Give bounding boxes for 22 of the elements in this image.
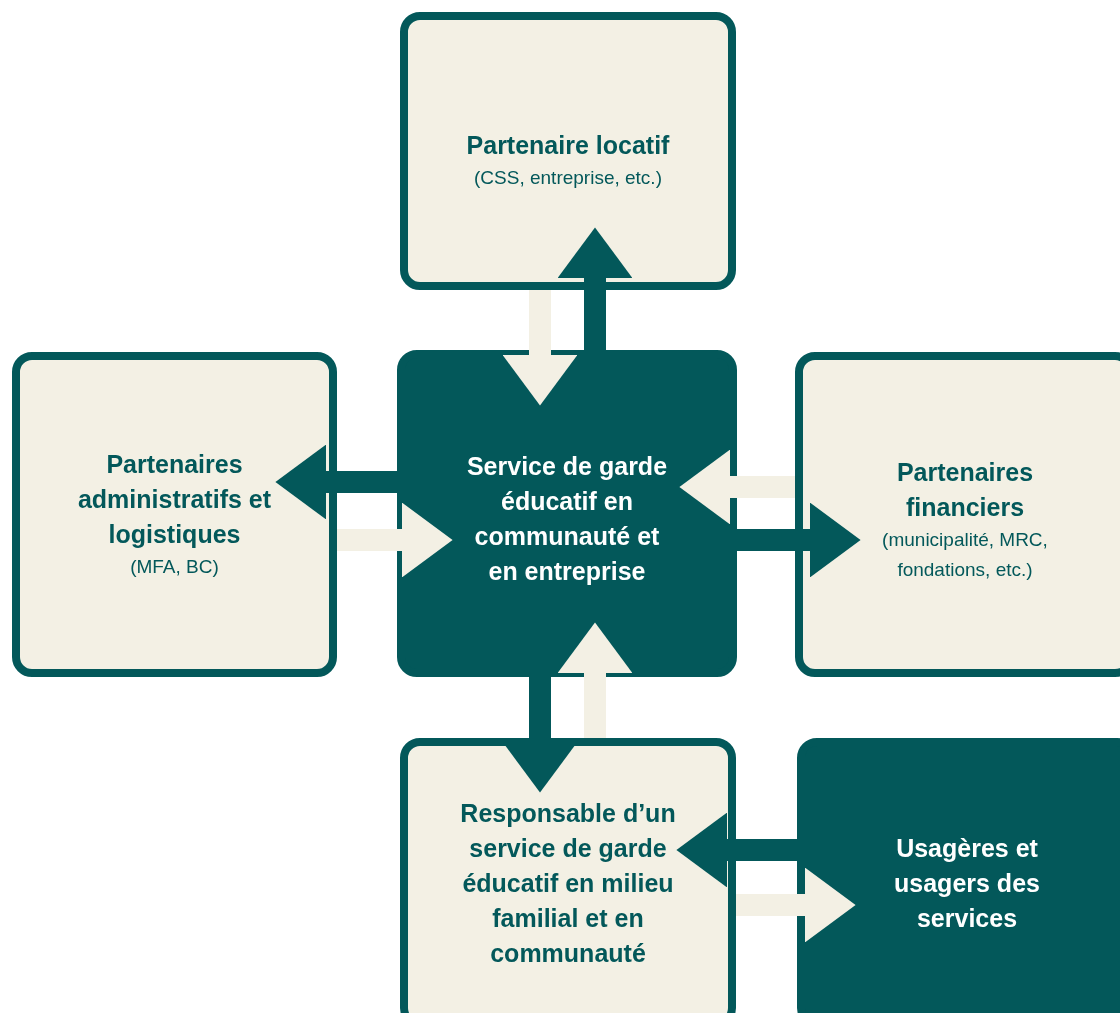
block-arrow [676,812,797,888]
service-box [397,350,737,677]
users-box [797,738,1120,1013]
responsible-box [400,738,736,1013]
block-arrow [737,502,861,578]
partner-box [400,12,736,290]
box-title: Usagères et usagers des services [893,832,1041,934]
partner-box [795,352,1120,677]
block-arrow [275,444,397,520]
box-title: Partenaires financiers [895,456,1035,523]
partner-box [12,352,337,677]
box-title: Responsable d’un service de garde éducatif en milieu familial et en communauté [459,797,677,969]
block-arrow [337,502,453,578]
block-arrow [679,449,795,525]
box-subtitle: (MFA, BC) [130,555,219,579]
box-title: Partenaire locatif [466,130,670,161]
block-arrow [557,227,633,350]
box-title: Service de garde éducatif en communauté et en entreprise [465,450,669,587]
box-subtitle: (municipalité, MRC, fondations, etc.) [881,527,1049,582]
block-arrow [736,867,856,943]
box-title: Partenaires administratifs et logistiques [76,449,273,550]
box-subtitle: (CSS, entreprise, etc.) [474,166,662,190]
